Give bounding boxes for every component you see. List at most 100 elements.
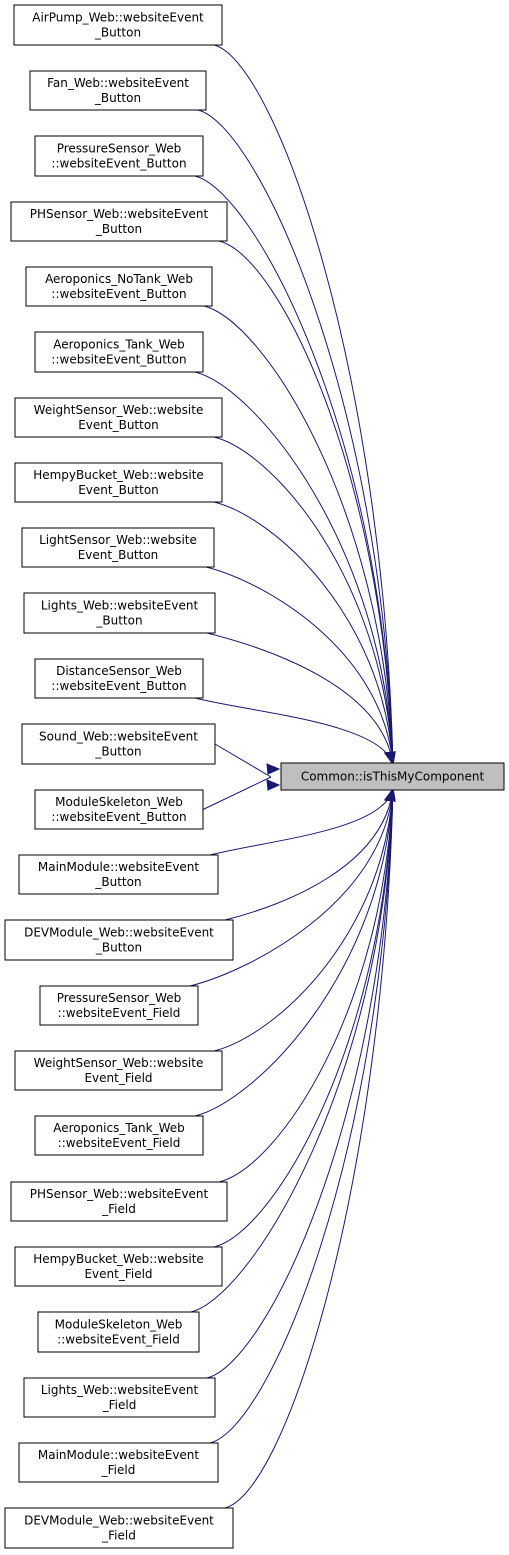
caller-node-label-line: Aeroponics_Tank_Web (53, 338, 185, 352)
call-edge (206, 632, 394, 766)
caller-node-label-line: MainModule::websiteEvent (38, 1448, 200, 1462)
caller-node-label-line: _Field (102, 1398, 137, 1412)
caller-node-label-line: _Button (94, 26, 141, 40)
caller-node-label-line: Aeroponics_NoTank_Web (45, 272, 193, 286)
caller-node[interactable]: DEVModule_Web::websiteEvent_Button (4, 919, 234, 961)
arrowhead (266, 779, 281, 791)
caller-node-box (4, 919, 234, 961)
call-edge (209, 788, 394, 856)
caller-node-label-line: ::websiteEvent_Field (58, 1136, 181, 1150)
caller-node-label-line: ::websiteEvent_Field (58, 1006, 181, 1020)
call-edge (213, 44, 394, 766)
caller-node[interactable]: Sound_Web::websiteEvent_Button (21, 723, 216, 765)
caller-node[interactable]: WeightSensor_Web::websiteEvent_Button (14, 397, 223, 438)
caller-node[interactable]: DEVModule_Web::websiteEvent_Field (4, 1507, 234, 1549)
caller-node-box (23, 1377, 216, 1418)
call-edge (224, 788, 394, 1509)
call-edge (209, 788, 394, 1444)
arrowhead (384, 787, 396, 802)
arrowhead (384, 751, 396, 766)
caller-node-label-line: DEVModule_Web::websiteEvent (24, 1514, 214, 1528)
caller-node-label-line: DEVModule_Web::websiteEvent (24, 926, 214, 940)
caller-node-label-line: HempyBucket_Web::website (33, 1252, 204, 1266)
caller-node-label-line: HempyBucket_Web::website (33, 468, 204, 482)
caller-node-box (10, 201, 228, 242)
caller-node-box (34, 331, 204, 373)
caller-node[interactable]: PHSensor_Web::websiteEvent_Field (10, 1181, 228, 1222)
caller-node-box (4, 1507, 234, 1549)
call-edge (206, 788, 394, 1379)
caller-node[interactable]: Aeroponics_NoTank_Web::websiteEvent_Butt… (25, 266, 213, 307)
caller-node[interactable]: DistanceSensor_Web::websiteEvent_Button (34, 658, 204, 699)
caller-node[interactable]: ModuleSkeleton_Web::websiteEvent_Button (34, 789, 204, 830)
caller-node-label-line: MainModule::websiteEvent (38, 860, 200, 874)
caller-node-box (34, 789, 204, 830)
caller-node-box (13, 4, 223, 46)
caller-node-label-line: _Field (101, 1463, 136, 1477)
caller-node-label-line: PHSensor_Web::websiteEvent (30, 207, 209, 221)
caller-node-label-line: Lights_Web::websiteEvent (41, 599, 199, 613)
caller-node-label-line: PressureSensor_Web (57, 142, 182, 156)
call-edge (213, 788, 394, 1052)
caller-node-box (23, 592, 216, 634)
caller-node[interactable]: ModuleSkeleton_Web::websiteEvent_Field (37, 1311, 200, 1353)
caller-node-box (34, 1115, 204, 1156)
caller-node-label-line: Lights_Web::websiteEvent (41, 1383, 199, 1397)
call-edge (214, 743, 272, 778)
caller-node[interactable]: MainModule::websiteEvent_Button (18, 854, 219, 895)
call-edge (213, 788, 394, 1248)
caller-node[interactable]: Fan_Web::websiteEvent_Button (29, 70, 207, 111)
caller-node[interactable]: Aeroponics_Tank_Web::websiteEvent_Field (34, 1115, 204, 1156)
target-node-label-line: Common::isThisMyComponent (301, 770, 485, 784)
caller-node[interactable]: AirPump_Web::websiteEvent_Button (13, 4, 223, 46)
caller-node-box (37, 1311, 200, 1353)
call-edge (194, 371, 394, 766)
caller-node-label-line: ::websiteEvent_Button (51, 810, 186, 824)
caller-node-label-line: Event_Button (78, 418, 159, 432)
caller-node[interactable]: Lights_Web::websiteEvent_Button (23, 592, 216, 634)
call-edge (194, 697, 394, 766)
caller-node-label-line: ::websiteEvent_Button (51, 287, 186, 301)
caller-node-box (18, 1442, 219, 1483)
caller-node[interactable]: PressureSensor_Web::websiteEvent_Button (34, 135, 204, 177)
call-edge (202, 776, 272, 810)
target-node-box (280, 762, 505, 791)
caller-node-box (14, 1246, 223, 1287)
caller-node[interactable]: Lights_Web::websiteEvent_Field (23, 1377, 216, 1418)
caller-node-label-line: _Button (95, 222, 142, 236)
call-edge (213, 436, 394, 766)
nodes-layer: AirPump_Web::websiteEvent_ButtonFan_Web:… (4, 4, 505, 1549)
arrowhead (266, 763, 281, 775)
caller-node[interactable]: HempyBucket_Web::websiteEvent_Button (14, 462, 223, 503)
caller-node[interactable]: PressureSensor_Web::websiteEvent_Field (39, 985, 199, 1026)
call-edge (194, 788, 394, 1117)
caller-node-label-line: _Button (94, 875, 141, 889)
caller-node-box (34, 658, 204, 699)
caller-node-label-line: DistanceSensor_Web (56, 664, 182, 678)
caller-node-label-line: ::websiteEvent_Button (51, 679, 186, 693)
caller-node-label-line: Event_Button (78, 548, 159, 562)
caller-node-label-line: ::websiteEvent_Button (51, 157, 186, 171)
caller-node-label-line: WeightSensor_Web::website (34, 1056, 204, 1070)
call-edge (190, 788, 394, 1313)
caller-node-box (14, 397, 223, 438)
caller-node-label-line: _Button (94, 745, 141, 759)
caller-node-label-line: Event_Field (84, 1071, 152, 1085)
caller-node-label-line: LightSensor_Web::website (39, 533, 197, 547)
edges-layer (189, 44, 396, 1509)
caller-node[interactable]: LightSensor_Web::websiteEvent_Button (21, 527, 215, 568)
caller-node[interactable]: MainModule::websiteEvent_Field (18, 1442, 219, 1483)
target-node[interactable]: Common::isThisMyComponent (280, 762, 505, 791)
caller-node-label-line: ::websiteEvent_Button (51, 353, 186, 367)
caller-node-label-line: ModuleSkeleton_Web (55, 1318, 183, 1332)
call-edge (213, 501, 394, 766)
caller-node-label-line: Sound_Web::websiteEvent (39, 730, 198, 744)
caller-node-label-line: Event_Field (84, 1267, 152, 1281)
caller-node[interactable]: PHSensor_Web::websiteEvent_Button (10, 201, 228, 242)
caller-node[interactable]: HempyBucket_Web::websiteEvent_Field (14, 1246, 223, 1287)
caller-node-label-line: _Field (101, 1529, 136, 1543)
caller-node[interactable]: WeightSensor_Web::websiteEvent_Field (14, 1050, 223, 1091)
caller-node[interactable]: Aeroponics_Tank_Web::websiteEvent_Button (34, 331, 204, 373)
caller-node-label-line: AirPump_Web::websiteEvent (32, 11, 204, 25)
